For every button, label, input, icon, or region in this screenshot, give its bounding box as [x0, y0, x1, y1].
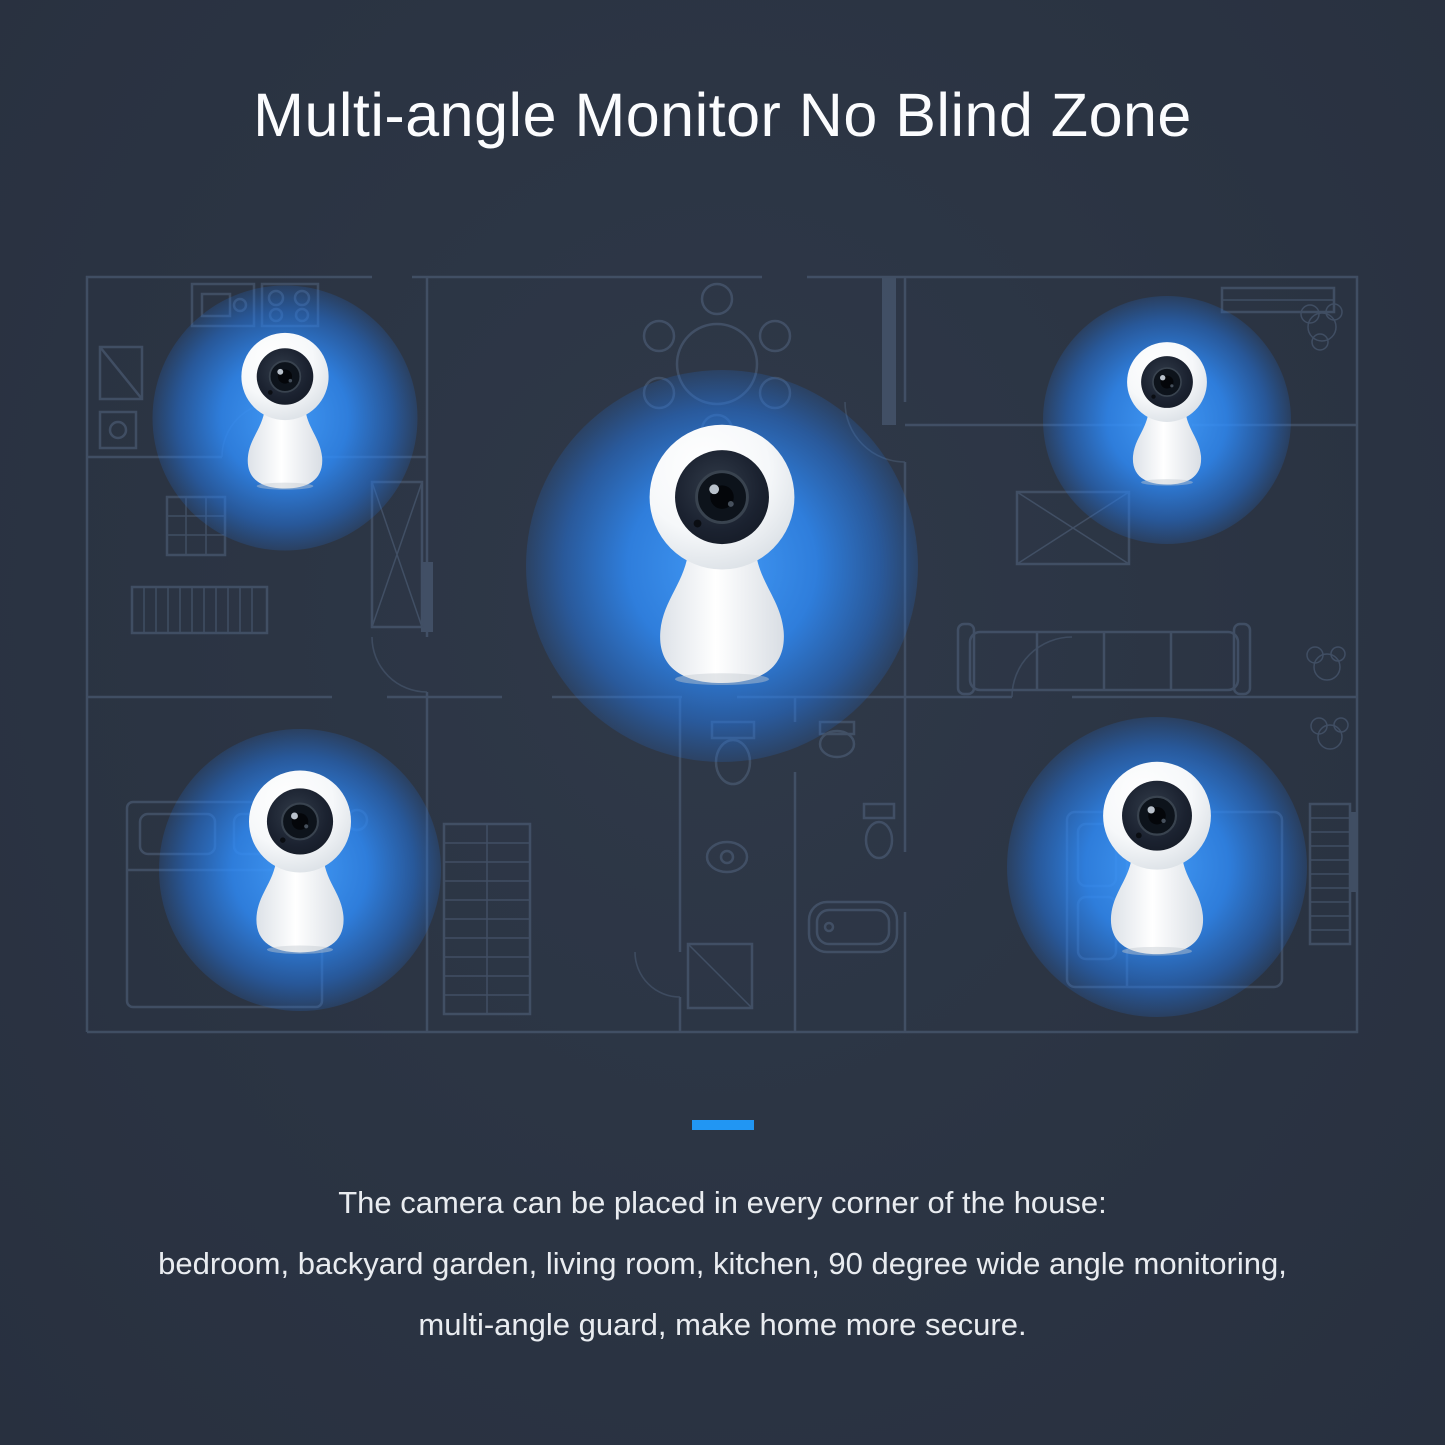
stairs: [442, 822, 532, 1016]
security-camera-icon: [624, 421, 820, 695]
security-camera-icon: [1084, 759, 1230, 963]
living-room-furniture: [956, 286, 1346, 696]
description-line-1: The camera can be placed in every corner…: [338, 1185, 1107, 1220]
blue-divider: [691, 1120, 754, 1130]
security-camera-icon: [1113, 340, 1221, 491]
bathroom-fixtures: [686, 720, 756, 1010]
description-line-3: multi-angle guard, make home more secure…: [418, 1307, 1027, 1342]
description-text: The camera can be placed in every corner…: [0, 1172, 1445, 1355]
page-title: Multi-angle Monitor No Blind Zone: [253, 81, 1192, 149]
security-camera-icon: [226, 331, 344, 496]
description-line-2: bedroom, backyard garden, living room, k…: [158, 1246, 1287, 1281]
security-camera-icon: [231, 768, 369, 961]
bathtub-fixtures: [807, 720, 899, 954]
